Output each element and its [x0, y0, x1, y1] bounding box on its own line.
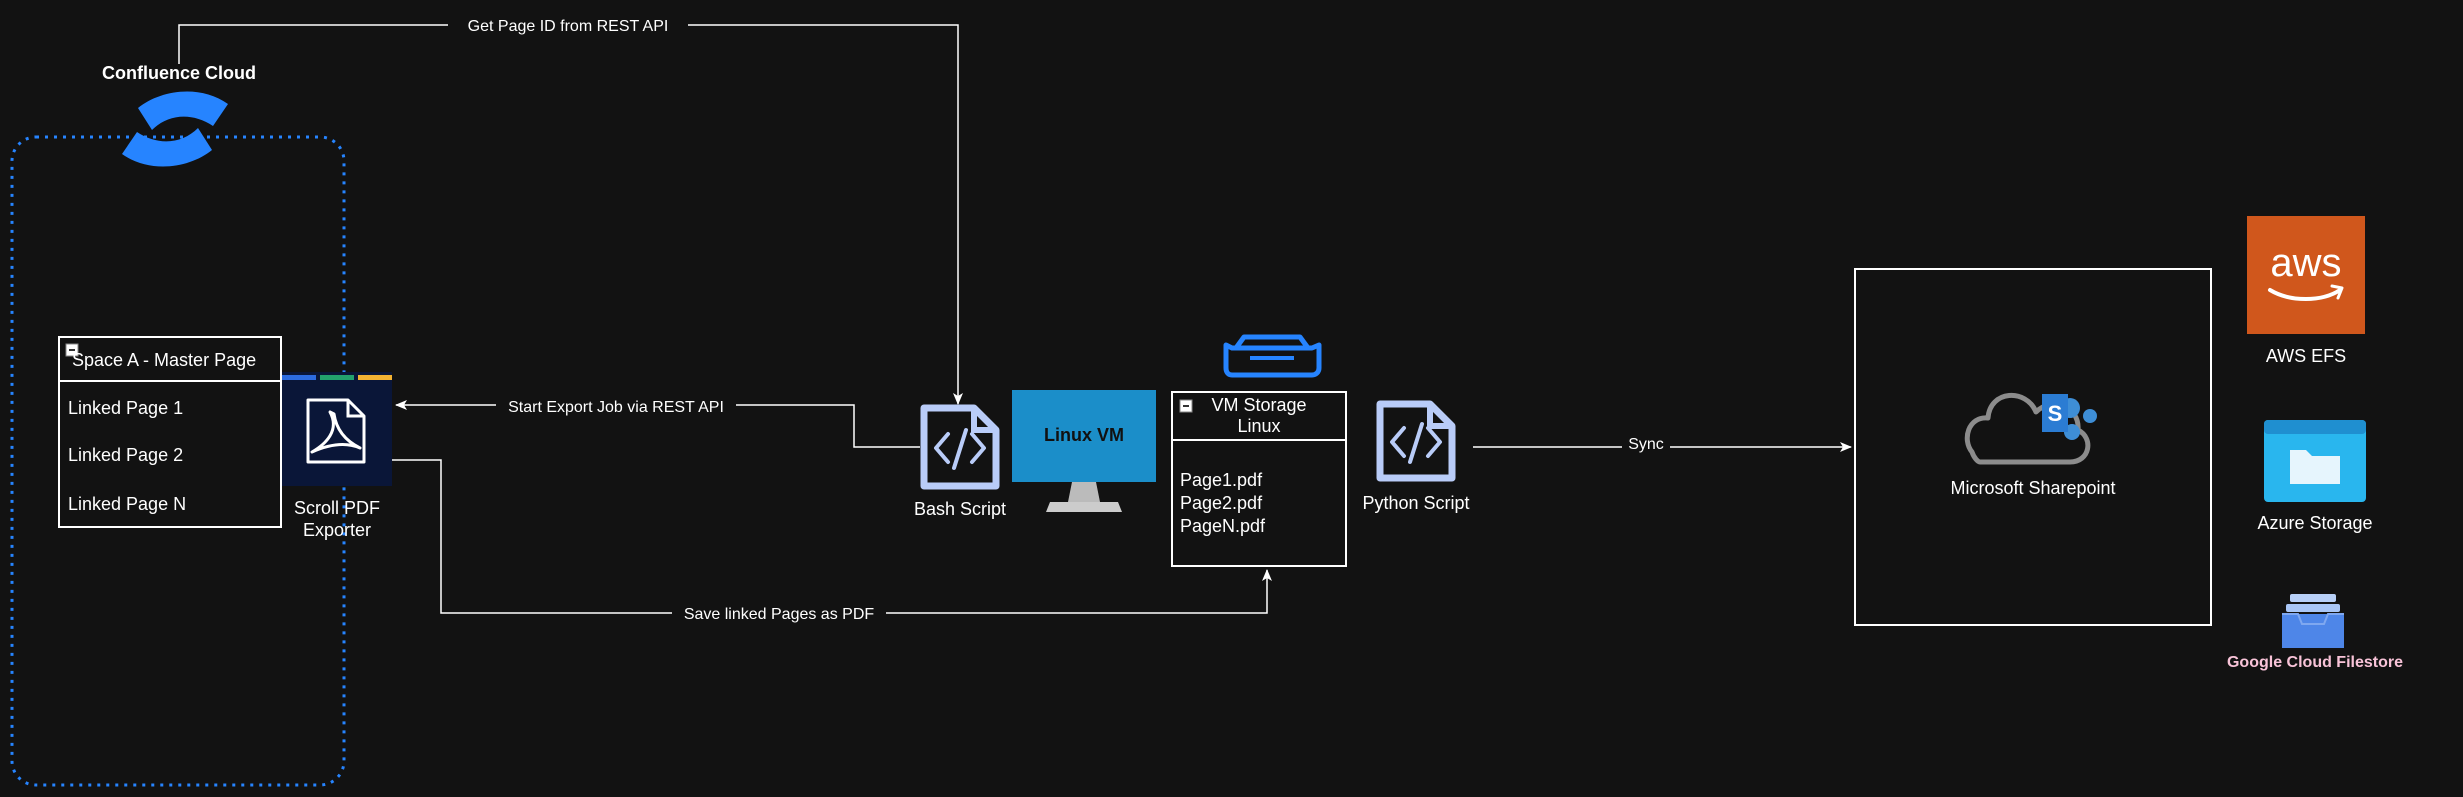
edge-label-start-export: Start Export Job via REST API	[508, 399, 724, 416]
list-item[interactable]: Linked Page 1	[68, 398, 183, 418]
edge-label-get-page-id: Get Page ID from REST API	[468, 18, 669, 35]
gcp-filestore-icon[interactable]	[2282, 594, 2344, 648]
azure-storage-label: Azure Storage	[2257, 513, 2372, 533]
sharepoint-box[interactable]: S Microsoft Sharepoint	[1854, 268, 2212, 626]
list-item[interactable]: Linked Page N	[68, 494, 186, 514]
gcp-filestore-label: Google Cloud Filestore	[2227, 654, 2403, 671]
aws-efs-node[interactable]: aws	[2247, 216, 2365, 334]
aws-efs-label: AWS EFS	[2266, 346, 2346, 366]
svg-text:S: S	[2048, 401, 2063, 426]
sharepoint-label: Microsoft Sharepoint	[1950, 478, 2115, 498]
stripe-yellow	[358, 375, 392, 380]
linux-vm-monitor-icon[interactable]	[1012, 390, 1156, 512]
linux-vm-label: Linux VM	[1044, 425, 1124, 445]
confluence-logo-icon	[122, 91, 228, 167]
file-item: Page1.pdf	[1180, 470, 1263, 490]
stripe-green	[320, 375, 354, 380]
edge-save-pdf: Save linked Pages as PDF	[392, 459, 1272, 623]
edge-label-sync: Sync	[1628, 436, 1664, 453]
confluence-title: Confluence Cloud	[102, 63, 256, 83]
edge-get-page-id: Get Page ID from REST API	[178, 15, 963, 405]
edge-start-export: Start Export Job via REST API	[395, 395, 920, 448]
python-script-icon[interactable]	[1376, 400, 1456, 482]
stripe-blue	[282, 375, 316, 380]
file-item: PageN.pdf	[1180, 516, 1266, 536]
bash-script-icon[interactable]	[920, 404, 1000, 490]
list-item[interactable]: Linked Page 2	[68, 445, 183, 465]
vm-storage-box: VM Storage Linux Page1.pdf Page2.pdf Pag…	[1171, 391, 1347, 567]
space-master-page-list: Space A - Master Page Linked Page 1 Link…	[58, 336, 282, 528]
aws-smile-icon	[2268, 288, 2342, 301]
space-header: Space A - Master Page	[72, 350, 256, 370]
azure-storage-icon[interactable]	[2264, 420, 2366, 502]
scroll-pdf-label-1: Scroll PDF	[294, 498, 380, 518]
edge-label-save-pdf: Save linked Pages as PDF	[684, 606, 875, 623]
storage-tray-icon	[1223, 334, 1322, 378]
python-script-label: Python Script	[1362, 493, 1469, 513]
scroll-pdf-label-2: Exporter	[303, 520, 371, 540]
sharepoint-cloud-icon: S	[1964, 393, 2097, 465]
scroll-pdf-exporter-node[interactable]	[282, 372, 392, 486]
vm-storage-title-2: Linux	[1237, 416, 1280, 436]
vm-storage-title-1: VM Storage	[1211, 395, 1306, 415]
aws-logo-text: aws	[2270, 241, 2341, 285]
pdf-document-icon	[306, 398, 366, 464]
edge-sync: Sync	[1473, 436, 1852, 456]
bash-script-label: Bash Script	[914, 499, 1006, 519]
file-item: Page2.pdf	[1180, 493, 1263, 513]
